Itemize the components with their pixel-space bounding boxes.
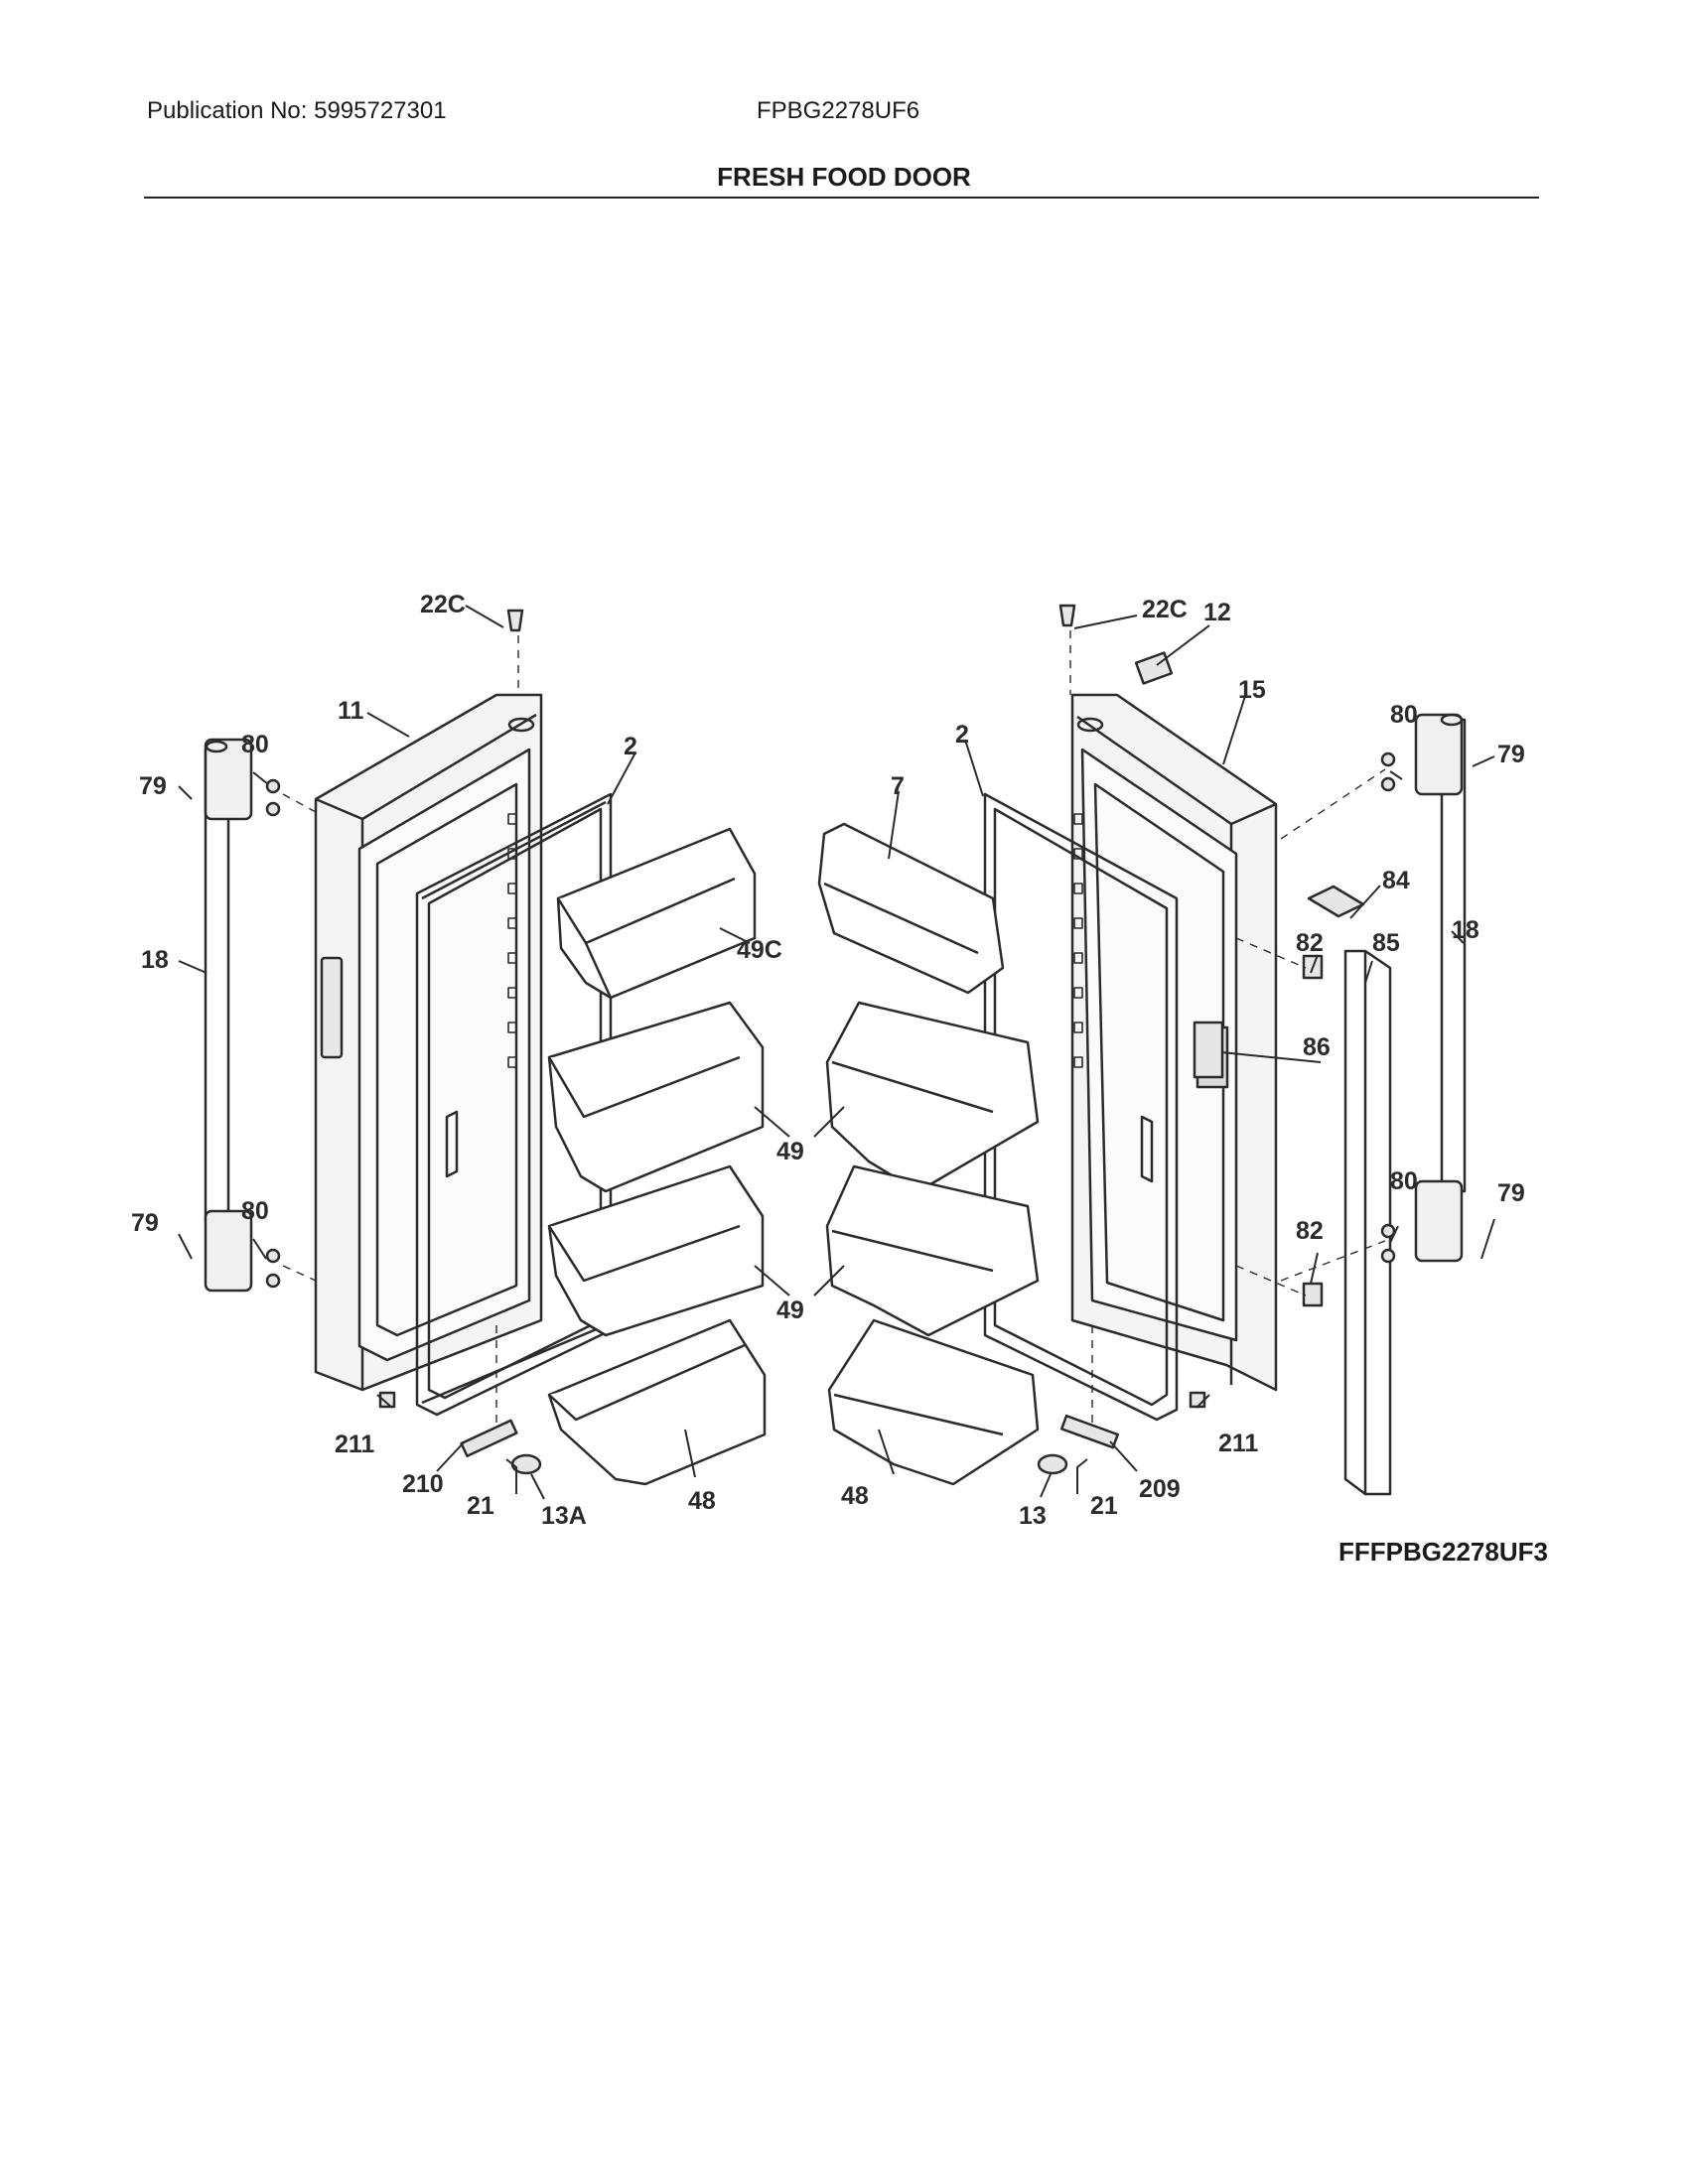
callout-79-lower-left: 79	[131, 1209, 159, 1237]
callout-labels: 22C 22C 12 11 15 2 2 7 80 80 79 79 18 18…	[131, 591, 1525, 1530]
callout-48-right: 48	[841, 1482, 869, 1510]
model-number: FPBG2278UF6	[757, 97, 920, 124]
page-title: FRESH FOOD DOOR	[717, 162, 971, 192]
right-door-handle	[1414, 713, 1467, 1263]
callout-13: 13	[1019, 1502, 1047, 1530]
callout-49-upper: 49	[776, 1138, 804, 1165]
callout-18-left: 18	[141, 946, 169, 974]
callout-48-left: 48	[688, 1487, 716, 1515]
callout-2-left: 2	[624, 733, 637, 760]
right-door-outer-panel	[1070, 693, 1278, 1392]
callout-21-left: 21	[467, 1492, 494, 1520]
callout-18-right: 18	[1452, 916, 1479, 944]
callout-86: 86	[1303, 1033, 1331, 1061]
left-door-handle	[204, 738, 253, 1293]
callout-7: 7	[891, 772, 905, 800]
callout-79-upper-left: 79	[139, 772, 167, 800]
callout-79-lower-right: 79	[1497, 1179, 1525, 1207]
callout-82-upper: 82	[1296, 929, 1324, 957]
trim-strip	[1343, 949, 1392, 1496]
publication-number: Publication No: 5995727301	[147, 97, 447, 124]
callout-211-left: 211	[335, 1431, 374, 1458]
callout-12: 12	[1203, 599, 1231, 626]
callout-209: 209	[1139, 1475, 1181, 1503]
callout-80-upper-left: 80	[241, 731, 269, 758]
assembly-lines	[282, 630, 1386, 1430]
left-door-gasket	[415, 792, 613, 1417]
callout-80-lower-right: 80	[1390, 1167, 1418, 1195]
left-door-bins	[547, 827, 767, 1486]
callout-21-right: 21	[1090, 1492, 1118, 1520]
callout-22c-left: 22C	[420, 591, 466, 618]
callout-49c: 49C	[737, 936, 782, 964]
header-rule	[144, 197, 1539, 199]
leader-lines	[178, 605, 1495, 1500]
figure-id: FFFPBG2278UF3	[1338, 1537, 1548, 1567]
callout-79-upper-right: 79	[1497, 741, 1525, 768]
callout-85: 85	[1372, 929, 1400, 957]
callout-82-lower: 82	[1296, 1217, 1324, 1245]
callout-49-lower: 49	[776, 1297, 804, 1324]
callout-210: 210	[402, 1470, 444, 1498]
callout-11: 11	[338, 697, 364, 725]
callout-84: 84	[1382, 867, 1410, 894]
right-door-bins	[817, 822, 1040, 1486]
callout-2-right: 2	[955, 721, 969, 749]
callout-15: 15	[1238, 676, 1266, 704]
callout-80-upper-right: 80	[1390, 701, 1418, 729]
callout-211-right: 211	[1218, 1430, 1258, 1457]
callout-13a: 13A	[541, 1502, 587, 1530]
callout-80-lower-left: 80	[241, 1197, 269, 1225]
callout-22c-right: 22C	[1142, 596, 1188, 623]
